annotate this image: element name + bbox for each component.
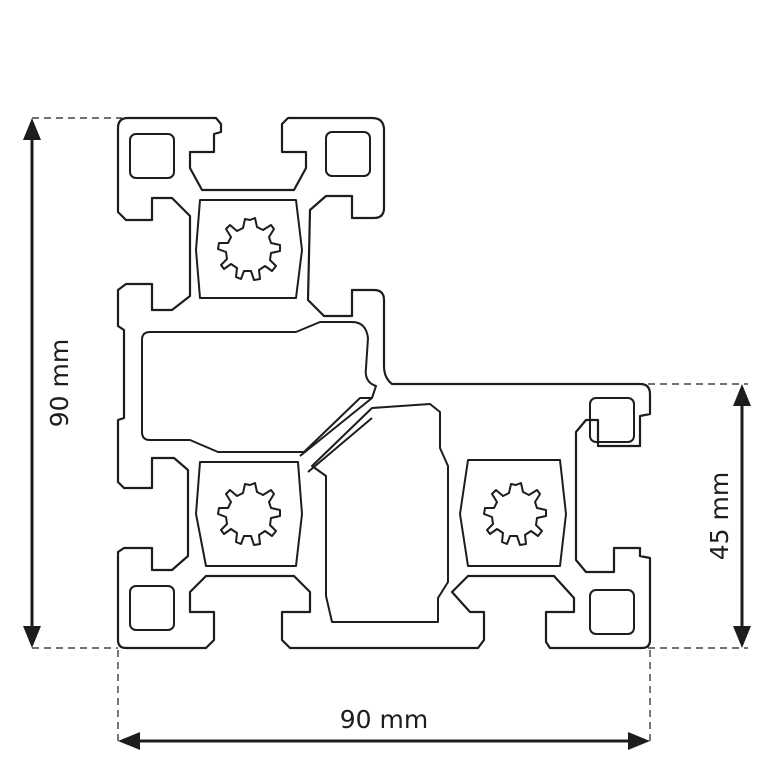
leg-height-arrow-top bbox=[733, 384, 751, 406]
leg-height-label: 45 mm bbox=[705, 472, 734, 560]
corner-channel-top-right bbox=[325, 131, 371, 177]
node-top-left-core bbox=[195, 199, 303, 299]
node-bottom-right-star bbox=[483, 482, 547, 546]
height-dimension bbox=[23, 118, 41, 648]
height-label: 90 mm bbox=[45, 339, 74, 427]
diagonal-web bbox=[299, 397, 373, 473]
node-top-left bbox=[195, 199, 303, 299]
width-arrow-right bbox=[628, 732, 650, 750]
leg-height-dimension bbox=[733, 384, 751, 648]
extension-lines bbox=[32, 117, 748, 745]
width-arrow-left bbox=[118, 732, 140, 750]
node-bottom-left-star bbox=[217, 482, 281, 546]
node-bottom-right-core bbox=[459, 459, 567, 567]
node-bottom-right bbox=[459, 459, 567, 567]
node-bottom-left bbox=[195, 461, 303, 567]
width-dimension bbox=[118, 732, 650, 750]
width-label: 90 mm bbox=[340, 705, 428, 734]
corner-channel-bottom-left bbox=[129, 585, 175, 631]
leg-height-arrow-bottom bbox=[733, 626, 751, 648]
corner-channel-top-left bbox=[129, 133, 175, 179]
profile-outer-contour bbox=[116, 116, 652, 650]
corner-channel-bottom-right bbox=[589, 589, 635, 635]
node-top-left-star bbox=[217, 217, 281, 281]
node-bottom-left-core bbox=[195, 461, 303, 567]
upper-left-cavity bbox=[141, 321, 377, 453]
height-arrow-bottom bbox=[23, 626, 41, 648]
central-diagonal-cavity bbox=[311, 403, 449, 623]
height-arrow-top bbox=[23, 118, 41, 140]
